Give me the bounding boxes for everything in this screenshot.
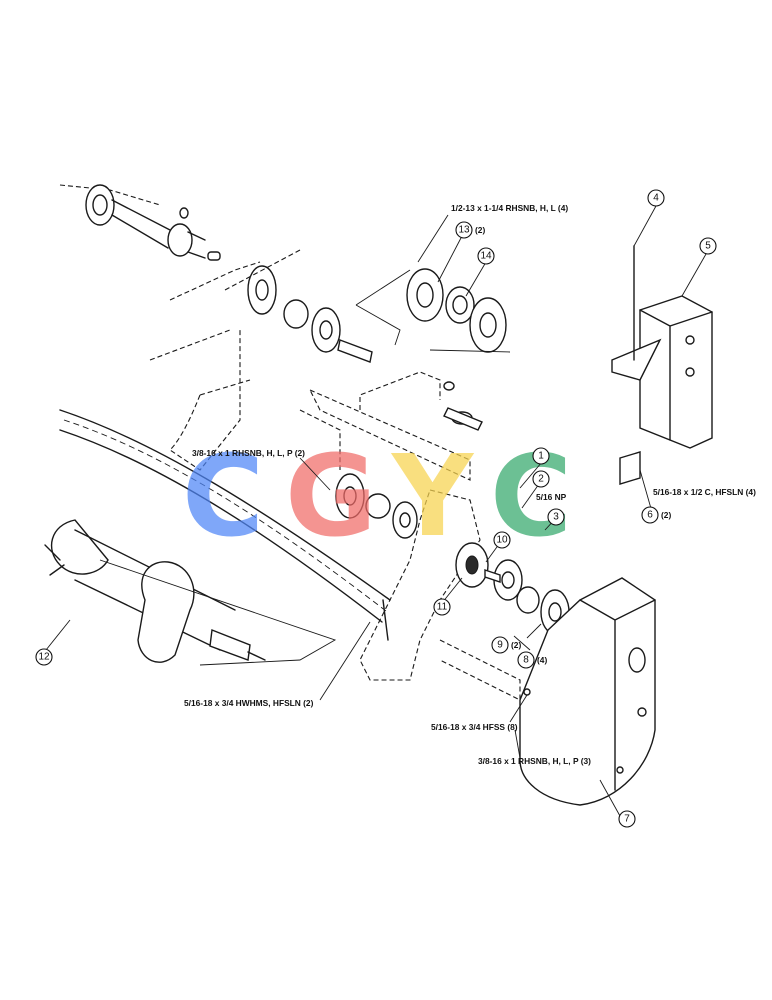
auger <box>44 519 337 666</box>
label-hfss: 5/16-18 x 3/4 HFSS (8) <box>431 722 518 732</box>
callout-number: 14 <box>480 251 492 262</box>
upper-bearing-flanges <box>355 268 511 353</box>
callout-5: 5 <box>699 237 717 255</box>
callout-number: 10 <box>496 535 508 546</box>
frame-outline <box>169 330 521 701</box>
callout-9: 9 (2) <box>491 636 521 654</box>
callout-number: 12 <box>38 652 50 663</box>
callout-13: 13 (2) <box>455 221 485 239</box>
gear-case <box>519 577 656 806</box>
leader-lines <box>41 205 707 817</box>
callout-3: 3 <box>547 508 565 526</box>
callout-number: 3 <box>553 512 559 523</box>
watermark: C G Y C <box>182 432 572 562</box>
callout-number: 8 <box>523 655 529 666</box>
watermark-letter-y: Y <box>390 432 475 562</box>
callout-number: 1 <box>538 451 544 462</box>
callout-qty: (2) <box>511 640 521 650</box>
callout-8: 8 (4) <box>517 651 547 669</box>
callout-number: 11 <box>437 602 448 613</box>
callout-qty: (2) <box>661 510 671 520</box>
callout-6: 6 (2) <box>641 506 671 524</box>
label-nut: 5/16 NP <box>536 492 567 502</box>
callout-qty: (2) <box>475 225 485 235</box>
callout-number: 6 <box>647 510 653 521</box>
watermark-letter-g: G <box>285 432 377 562</box>
label-bolt-top: 1/2-13 x 1-1/4 RHSNB, H, L (4) <box>451 203 568 213</box>
callout-number: 7 <box>624 814 630 825</box>
label-bottom-bolt: 5/16-18 x 3/4 HWHMS, HFSLN (2) <box>184 698 314 708</box>
callout-10: 10 <box>493 531 511 549</box>
callout-2: 2 <box>532 470 550 488</box>
callout-4: 4 <box>647 189 665 207</box>
drive-shaft-assembly <box>59 184 373 396</box>
callout-number: 4 <box>653 193 659 204</box>
callout-12: 12 <box>35 648 53 666</box>
callout-number: 2 <box>538 474 544 485</box>
callout-qty: (4) <box>537 655 547 665</box>
conveyor-chain <box>59 409 391 641</box>
callout-7: 7 <box>618 810 636 828</box>
label-shield-bolt: 5/16-18 x 1/2 C, HFSLN (4) <box>653 487 756 497</box>
callout-number: 5 <box>705 241 711 252</box>
callout-number: 9 <box>497 640 503 651</box>
callout-14: 14 <box>477 247 495 265</box>
callout-1: 1 <box>532 447 550 465</box>
label-bolt-left: 3/8-16 x 1 RHSNB, H, L, P (2) <box>192 448 305 458</box>
callout-11: 11 <box>433 598 451 616</box>
upper-shield <box>611 245 713 485</box>
watermark-letter-c1: C <box>182 432 264 562</box>
center-bearing-stack <box>335 473 570 635</box>
label-bottom-right-bolt: 3/8-16 x 1 RHSNB, H, L, P (3) <box>478 756 591 766</box>
callout-number: 13 <box>458 225 470 236</box>
